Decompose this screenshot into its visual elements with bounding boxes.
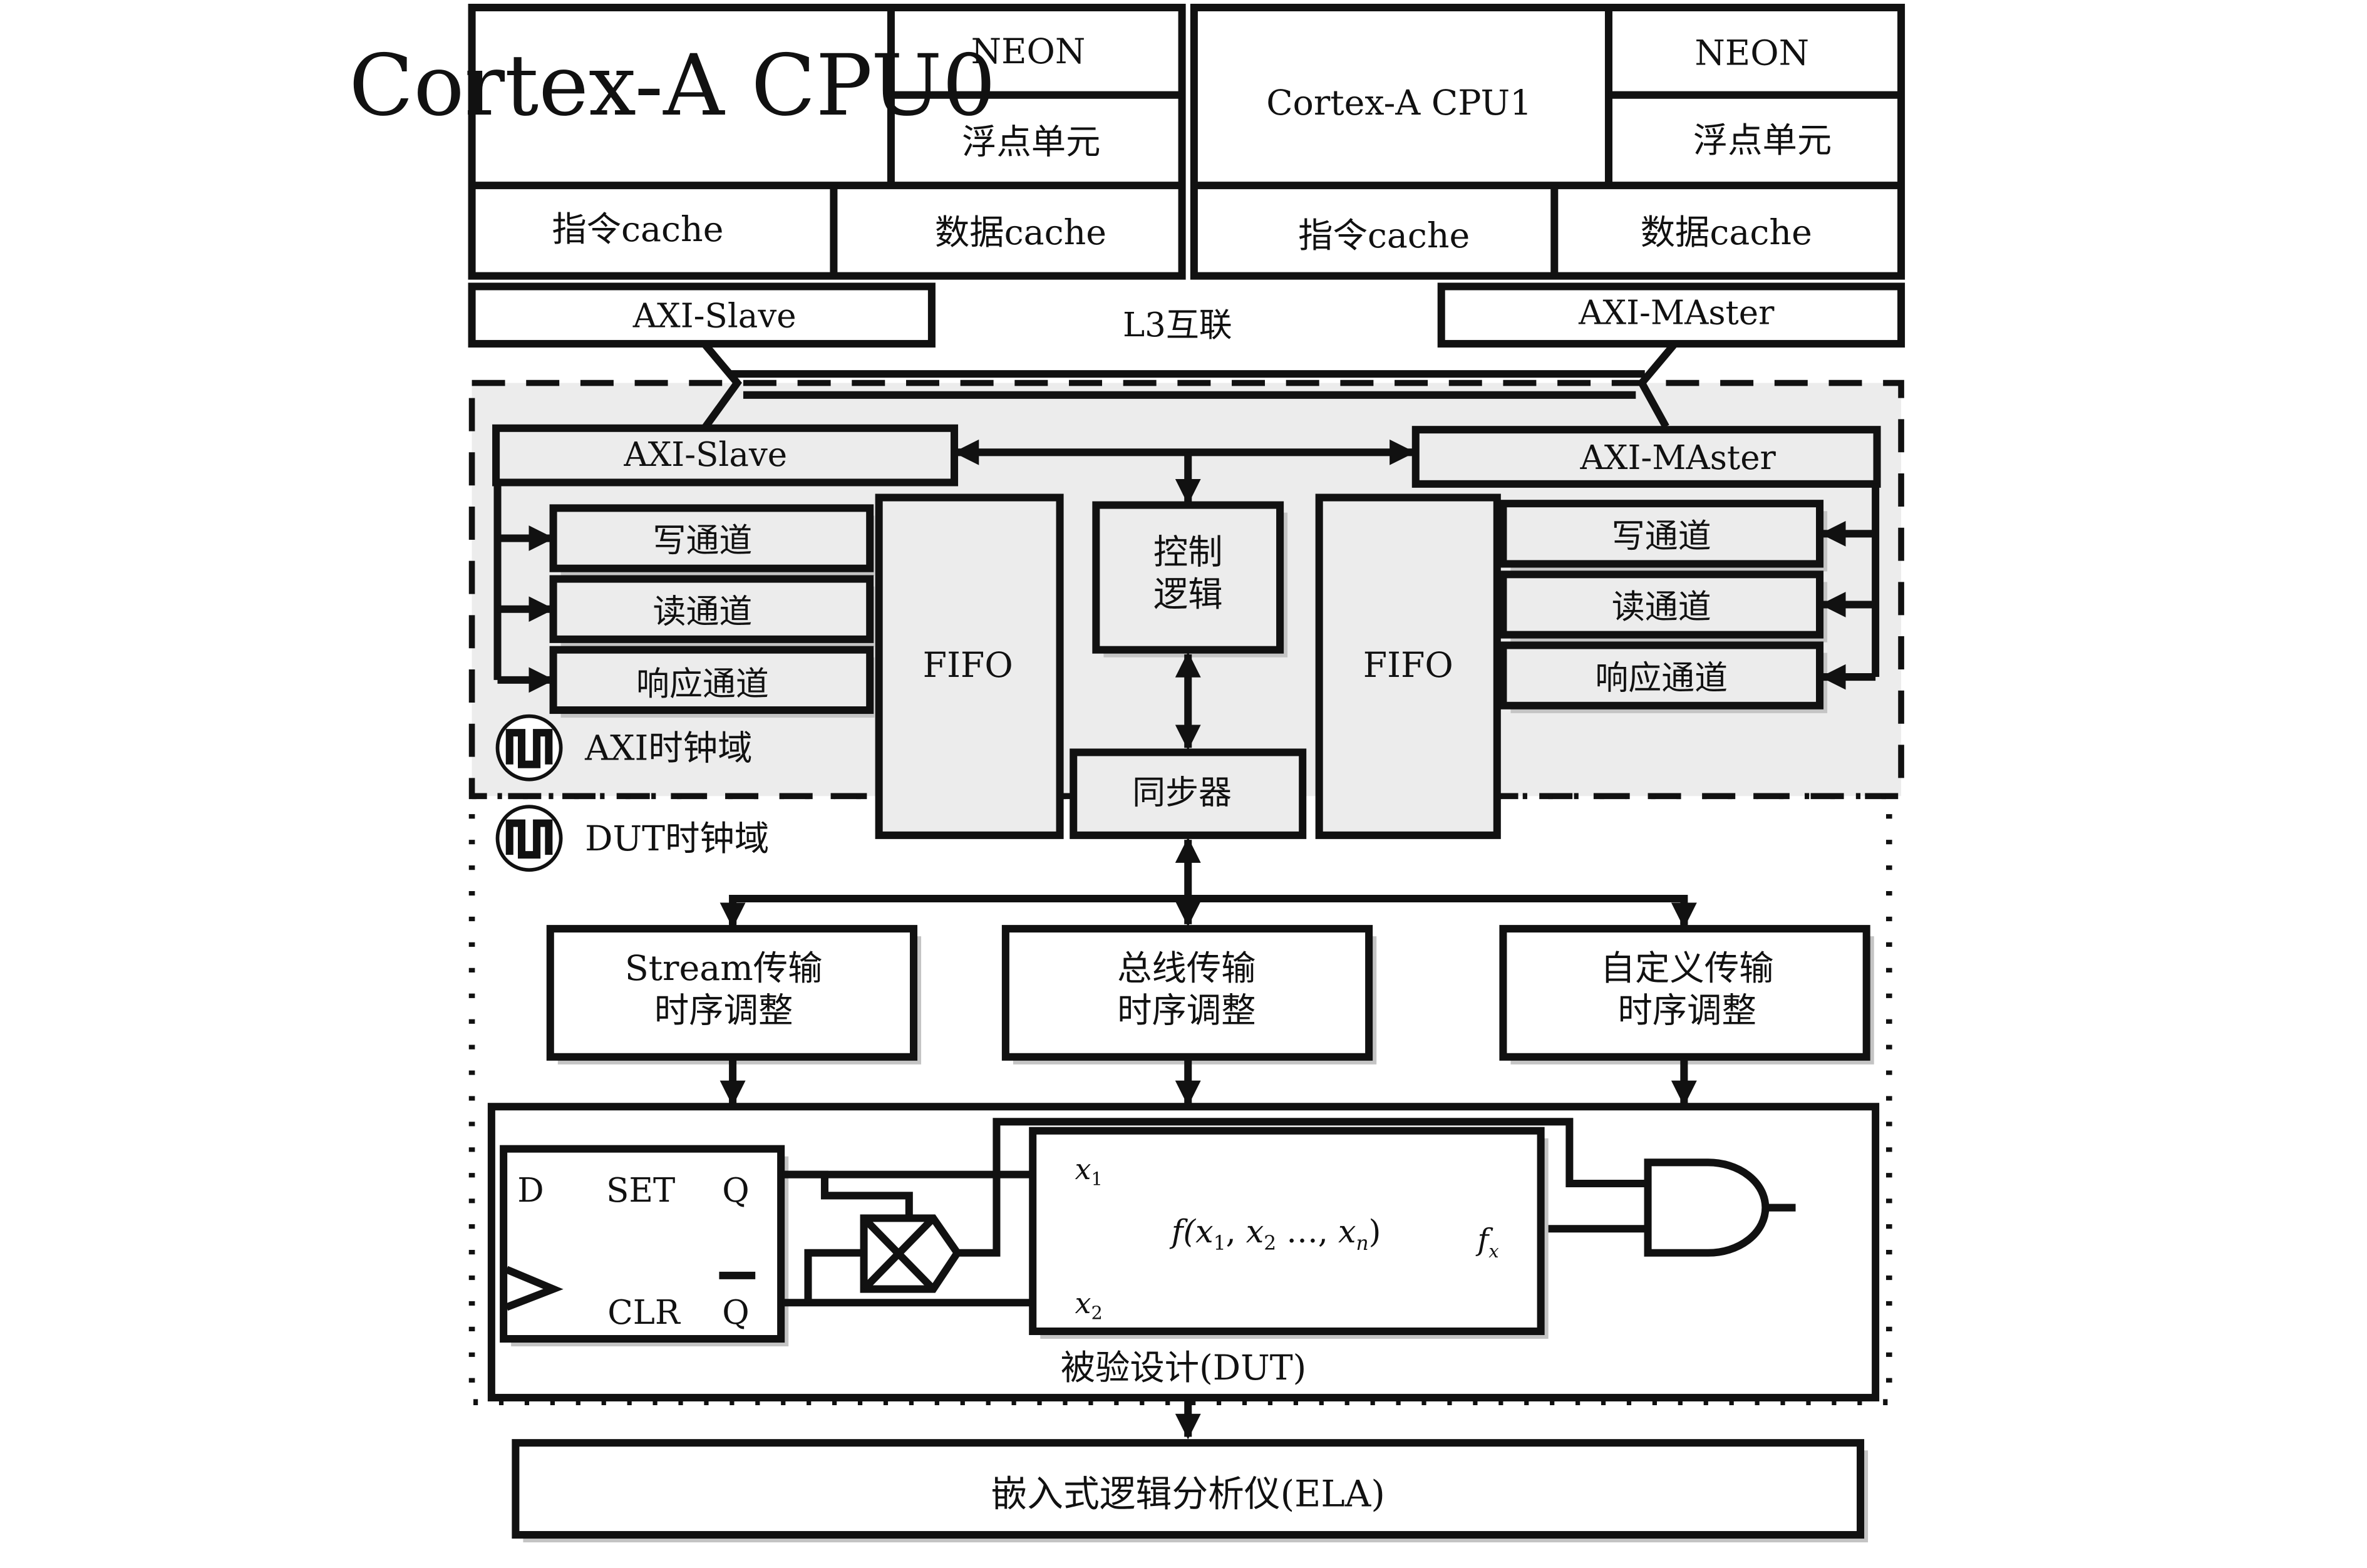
fn-expression: f(x1, x2 …, xn) <box>1169 1213 1381 1255</box>
fifo-right <box>1315 493 1501 839</box>
left-read-channel <box>549 575 874 643</box>
right-response-channel <box>1499 641 1824 709</box>
cpu1-icache: 指令cache <box>1298 216 1470 256</box>
interconnect-bus <box>702 343 1677 429</box>
axi-master-label: AXI-MAster <box>1580 439 1777 477</box>
l3-axi-slave-label: AXI-Slave <box>632 297 797 335</box>
axi-clock-label: AXI时钟域 <box>584 728 752 768</box>
left-write-channel <box>549 504 874 572</box>
left-response-channel-label: 响应通道 <box>636 665 769 703</box>
control-logic-line2: 逻辑 <box>1153 575 1223 615</box>
dut-clock-domain <box>468 793 1892 1405</box>
stream-adjust-line1: Stream传输 <box>625 949 823 989</box>
left-channels: 写通道 读通道 响应通道 <box>493 482 875 718</box>
axi-slave-label: AXI-Slave <box>623 436 787 474</box>
right-read-channel <box>1499 570 1824 639</box>
cpu0-icache: 指令cache <box>552 210 723 250</box>
right-read-channel-label: 读通道 <box>1612 588 1711 626</box>
left-response-channel <box>549 646 874 714</box>
right-write-channel <box>1499 500 1824 568</box>
fifo-left <box>875 493 1064 839</box>
control-logic-box <box>1092 501 1284 654</box>
left-read-channel-label: 读通道 <box>653 592 753 631</box>
adjust-distribution-bus <box>729 894 1688 924</box>
left-write-channel-label: 写通道 <box>653 522 753 560</box>
ela-box <box>512 1439 1865 1539</box>
cpu1-block: Cortex-A CPU1 NEON 浮点单元 指令cache 数据cache <box>1190 4 1905 280</box>
bus-adjust-line1: 总线传输 <box>1117 949 1256 989</box>
dut-label: 被验设计(DUT) <box>1061 1348 1307 1388</box>
d-flipflop: D SET Q CLR Q <box>500 1145 789 1347</box>
cpu0-block: Cortex-A CPU0 NEON 浮点单元 指令cache 数据cache <box>349 4 1186 280</box>
cpu1-fpu: 浮点单元 <box>1693 121 1832 161</box>
stream-timing-adjust: Stream传输 时序调整 <box>546 925 922 1065</box>
cpu0-dcache: 数据cache <box>935 213 1106 253</box>
cpu0-fpu: 浮点单元 <box>962 123 1100 163</box>
dut-wiring <box>782 1118 1648 1307</box>
cpu1-dcache: 数据cache <box>1641 213 1812 253</box>
custom-adjust-line2: 时序调整 <box>1617 991 1756 1031</box>
cpu0-name: Cortex-A CPU0 <box>349 36 996 135</box>
function-box: x1 x2 f(x1, x2 …, xn) fx <box>1029 1127 1549 1339</box>
synchronizer-box <box>1070 748 1307 839</box>
bus-adjust-line2: 时序调整 <box>1117 991 1256 1031</box>
l3-axi-master-label: AXI-MAster <box>1578 294 1775 333</box>
fifo-right-label: FIFO <box>1363 646 1453 686</box>
fn-x2: x2 <box>1075 1287 1103 1324</box>
l3-interconnect-label: L3互联 <box>1123 306 1232 344</box>
ff-clr-label: CLR <box>607 1294 681 1332</box>
dut-clock-label: DUT时钟域 <box>585 819 769 859</box>
cpu0-neon: NEON <box>971 32 1086 72</box>
and-gate <box>1644 1158 1796 1257</box>
ff-set-label: SET <box>606 1172 675 1210</box>
bus-timing-adjust: 总线传输 时序调整 <box>1001 925 1377 1065</box>
right-channels: 写通道 读通道 响应通道 <box>1499 483 1880 713</box>
stream-adjust-line2: 时序调整 <box>654 991 793 1031</box>
cpu1-name: Cortex-A CPU1 <box>1266 83 1532 123</box>
ff-qbar-label: Q <box>722 1294 749 1332</box>
custom-timing-adjust: 自定义传输 时序调整 <box>1499 925 1874 1065</box>
custom-adjust-line1: 自定义传输 <box>1601 949 1774 989</box>
right-write-channel-label: 写通道 <box>1612 517 1711 555</box>
ff-d-label: D <box>517 1172 544 1210</box>
l3-axi-master-box <box>1437 282 1905 348</box>
right-response-channel-label: 响应通道 <box>1595 659 1728 697</box>
ela-label: 嵌入式逻辑分析仪(ELA) <box>991 1472 1385 1515</box>
axi-master-box <box>1411 426 1881 488</box>
axi-clock-icon <box>495 714 563 781</box>
synchronizer-label: 同步器 <box>1132 773 1232 812</box>
control-logic-line1: 控制 <box>1153 532 1223 572</box>
l3-axi-slave-box <box>468 282 936 348</box>
fn-x1: x1 <box>1075 1153 1103 1190</box>
xor-mux-element <box>860 1214 962 1293</box>
fifo-left-label: FIFO <box>923 646 1013 686</box>
cpu1-neon: NEON <box>1694 34 1809 74</box>
ff-q-label: Q <box>722 1172 749 1210</box>
dut-clock-icon <box>495 805 563 872</box>
